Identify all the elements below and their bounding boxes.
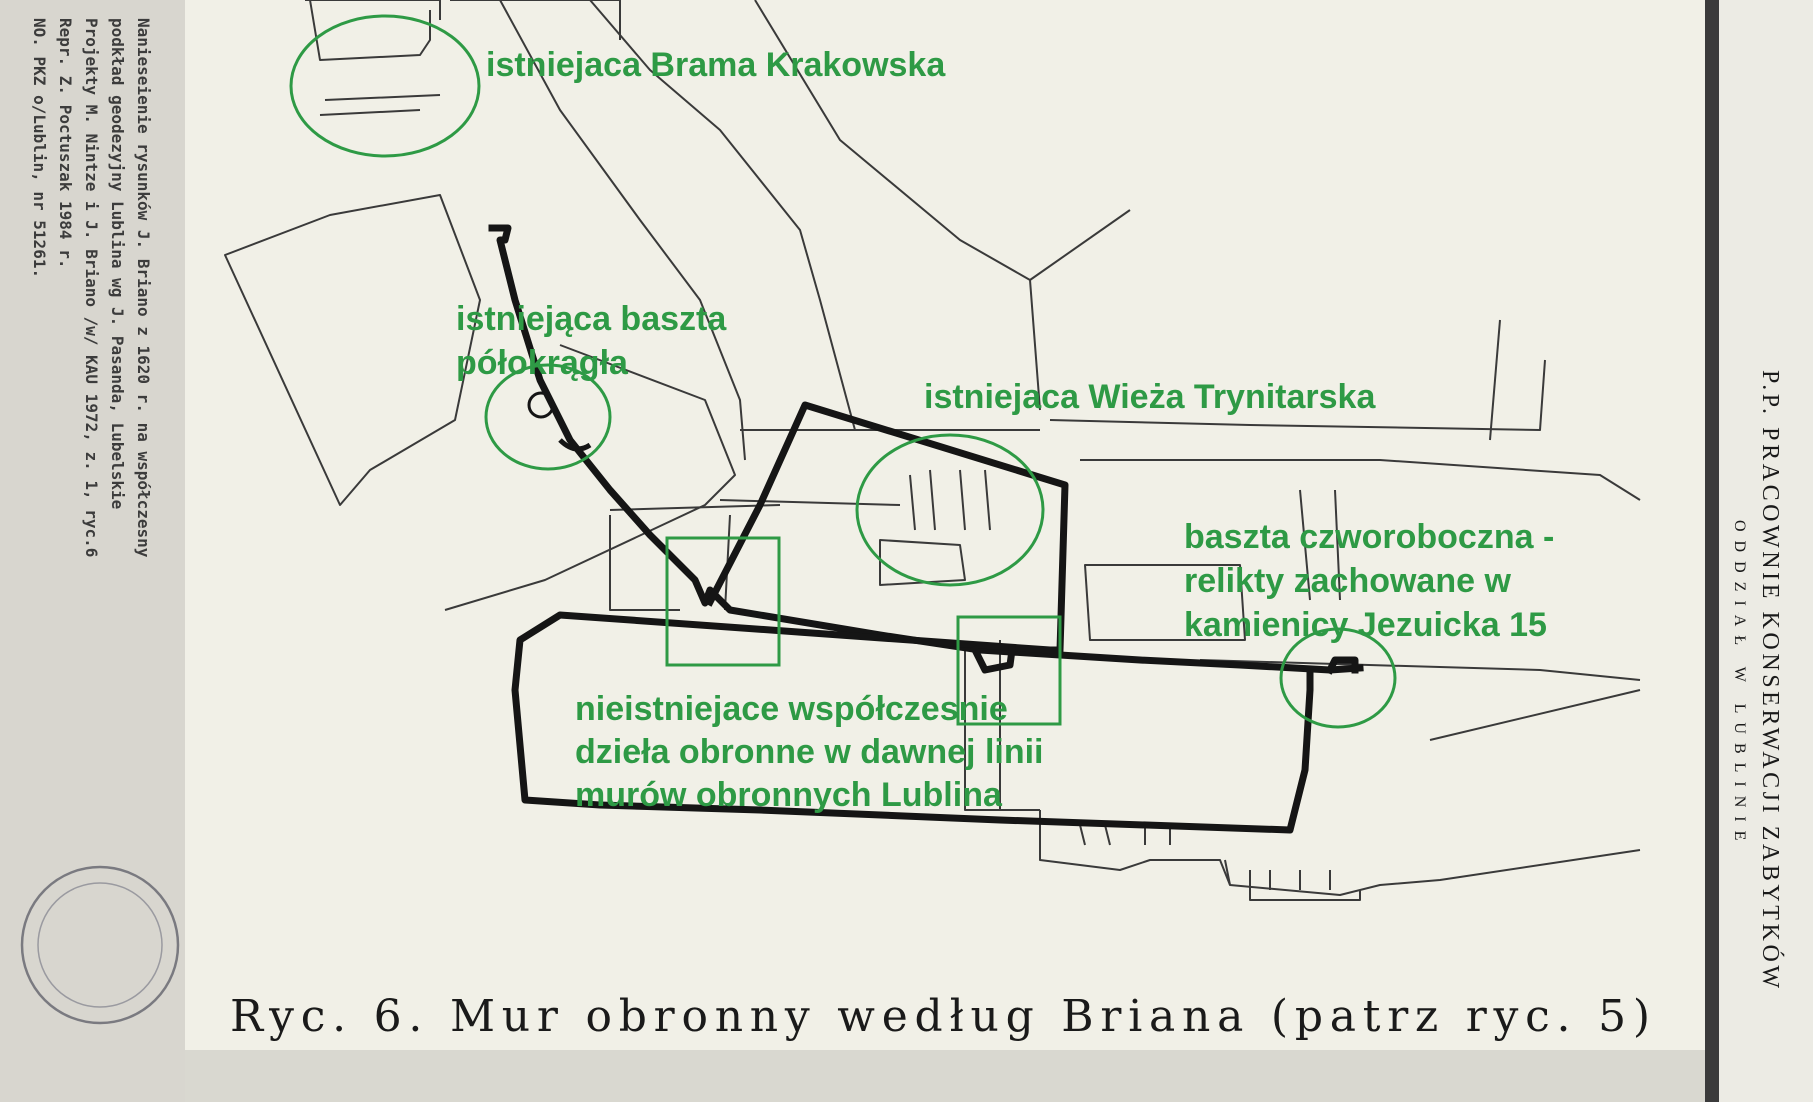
- baszta-polokragla-circle: [484, 363, 612, 471]
- stamp-text-block: Nanieseienie rysunków J. Briano z 1620 r…: [30, 18, 153, 558]
- baszta-czworoboczna-circle: [1279, 627, 1397, 729]
- stamp-line-2: podkład geodezyjny Lublina wg J. Pasanda…: [108, 18, 127, 509]
- side-label-branch: ODDZIAŁ W LUBLINIE: [1731, 520, 1748, 849]
- label-baszta-czworoboczna-2: relikty zachowane w: [1184, 562, 1511, 600]
- label-wieza-trynitarska: istniejaca Wieża Trynitarska: [924, 378, 1376, 416]
- label-baszta-polokragla-1: istniejąca baszta: [456, 300, 727, 338]
- left-strip: [0, 0, 185, 1102]
- stamp-line-3: Projekty M. Nintze i J. Briano /w/ KAU 1…: [82, 18, 101, 557]
- stamp-line-1: Nanieseienie rysunków J. Briano z 1620 r…: [134, 18, 153, 558]
- right-strip: [1705, 0, 1813, 1102]
- label-nieistniejace-3: murów obronnych Lublina: [575, 776, 1003, 814]
- paper-bottom-edge: [185, 1050, 1705, 1102]
- tower-semicircle-symbol: [527, 391, 555, 419]
- label-baszta-polokragla-2: półokrągła: [456, 344, 629, 382]
- stamp-line-5: NO. PKZ o/Lublin, nr 51261.: [30, 18, 49, 278]
- official-seal: [20, 865, 180, 1025]
- label-baszta-czworoboczna-3: kamienicy Jezuicka 15: [1184, 606, 1547, 644]
- map-paper: [185, 0, 1705, 1050]
- nieistniejace-box-2: [956, 615, 1062, 726]
- label-brama-krakowska: istniejaca Brama Krakowska: [486, 46, 946, 84]
- label-baszta-czworoboczna-1: baszta czworoboczna -: [1184, 518, 1554, 556]
- stamp-line-4: Repr. Z. Poctuszak 1984 r.: [56, 18, 75, 268]
- nieistniejace-box-1: [665, 536, 781, 667]
- wieza-trynitarska-circle: [855, 433, 1045, 587]
- right-dark-edge: [1705, 0, 1719, 1102]
- tower-semicircle-arc: [558, 438, 592, 452]
- label-nieistniejace-2: dzieła obronne w dawnej linii: [575, 733, 1044, 771]
- building-outlines: [224, 0, 1641, 901]
- label-nieistniejace-1: nieistniejace współczesnie: [575, 690, 1008, 728]
- figure-caption: Ryc. 6. Mur obronny według Briana (patrz…: [230, 991, 1650, 1042]
- brama-krakowska-circle: [289, 14, 481, 158]
- side-label-institution: P.P. PRACOWNIE KONSERWACJI ZABYTKÓW: [1757, 370, 1784, 990]
